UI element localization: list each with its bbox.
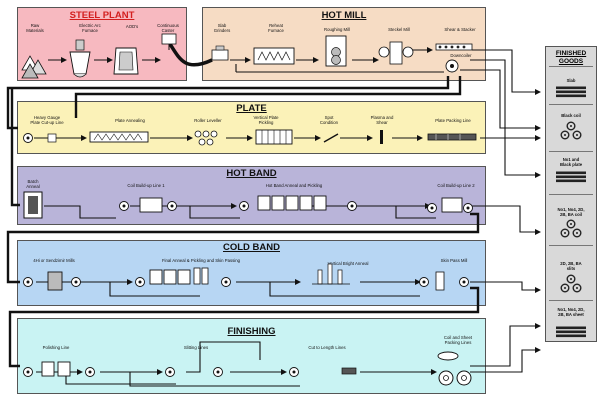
batch-anneal-icon [23, 191, 43, 219]
polishing-line-label: Polishing Line [42, 345, 70, 350]
final-anneal-pickling-icon [135, 267, 231, 287]
hot-band-anneal-pickling-label: Hot Band Anneal and Pickling [265, 183, 323, 188]
plate-packing-line-icon [427, 133, 477, 141]
coil-build-up-line-1-icon [119, 197, 177, 213]
coil-build-up-line-2-label: Coil Build-up Line 2 [437, 183, 475, 188]
coil-sheet-packing-lines-label: Coil and Sheet Packing Lines [443, 335, 473, 345]
fg-coil-grades-label: No1, No4, 2D, 2B, BA coil [557, 207, 585, 217]
fg-black-coil-label: Black coil [561, 113, 581, 118]
hot-band-title: HOT BAND [226, 168, 277, 179]
downcoiler-label: Downcoiler [450, 53, 472, 58]
raw-materials-label: Raw Materials [26, 23, 44, 33]
plate-title: PLATE [236, 103, 267, 114]
hot-mill-title: HOT MILL [321, 10, 367, 21]
finished-goods-title: FINISHED GOODS [555, 50, 587, 65]
slab-grinders-icon [211, 45, 229, 61]
plate-annealing-label: Plate Annealing [115, 118, 145, 123]
finished-goods-panel: FINISHED GOODS Slab Black coil No1 and B… [545, 46, 597, 342]
sheet-stack-icon [556, 326, 586, 338]
coil-pyramid-icon [560, 219, 582, 238]
hot-band-panel: HOT BAND Batch Anneal Coil Build-up Line… [17, 166, 486, 225]
coil-pyramid-icon [560, 121, 582, 140]
slitting-line-icon [165, 367, 223, 377]
final-anneal-pickling-skin-passing-label: Final Anneal & Pickling and Skin Passing [161, 258, 241, 263]
finishing-title: FINISHING [227, 326, 276, 337]
steckel-mill-icon [378, 41, 414, 65]
fg-slits-label: 2D, 2B, BA slits [560, 261, 582, 271]
vertical-plate-pickling-label: Vertical Plate Pickling [253, 115, 279, 125]
shear-stacker-label: Shear & Stacker [444, 27, 476, 32]
plasma-shear-label: Plasma and Shear [370, 115, 394, 125]
steckel-mill-label: Steckel Mill [388, 27, 410, 32]
slitting-lines-label: Slitting Lines [183, 345, 209, 350]
polishing-line-icon [23, 361, 95, 377]
plate-annealing-icon [89, 131, 149, 143]
fg-slab-label: Slab [566, 78, 576, 83]
reheat-furnace-label: Reheat Furnace [268, 23, 284, 33]
roller-leveller-label: Roller Leveller [194, 118, 222, 123]
roughing-mill-icon [325, 35, 347, 67]
roller-leveller-icon [194, 130, 218, 146]
fg-sheet-label: No1, No4, 2D, 2B, BA sheet [557, 307, 585, 317]
plate-stack-icon [556, 171, 586, 183]
vertical-bright-anneal-icon [312, 263, 350, 285]
coil-build-up-line-2-icon [427, 197, 473, 213]
continuous-caster-label: Continuous Caster [157, 23, 179, 33]
spot-condition-icon [323, 133, 339, 143]
fg-no1-black-plate-label: No1 and Black plate [559, 157, 583, 167]
skin-pass-mill-label: Skin Pass Mill [440, 258, 468, 263]
plate-panel: PLATE Heavy Gauge Plate Cut-up Line Plat… [17, 101, 486, 154]
aods-label: AOD's [125, 24, 139, 29]
cold-band-panel: COLD BAND 4Hi or Sendzimir Mills Final A… [17, 240, 486, 306]
slab-grinders-label: Slab Grinders [213, 23, 231, 33]
downcoiler-icon [445, 59, 459, 73]
cold-band-title: COLD BAND [223, 242, 280, 253]
vertical-bright-anneal-label: Vertical Bright Anneal [327, 261, 369, 266]
spot-condition-label: Spot Condition [319, 115, 339, 125]
reheat-furnace-icon [253, 47, 295, 65]
steel-plant-panel: STEEL PLANT Raw Materials Electric Arc F… [17, 7, 187, 81]
coil-build-up-line-1-label: Coil Build-up Line 1 [127, 183, 165, 188]
steel-plant-title: STEEL PLANT [69, 10, 135, 21]
finishing-panel: FINISHING Polishing Line Slitting Lines … [17, 318, 486, 394]
roughing-mill-label: Roughing Mill [323, 27, 351, 32]
electric-arc-furnace-icon [69, 39, 91, 78]
shear-stacker-icon [435, 43, 473, 51]
electric-arc-furnace-label: Electric Arc Furnace [79, 23, 101, 33]
vertical-plate-pickling-icon [255, 129, 293, 145]
plate-cut-up-line-icon [23, 133, 57, 143]
aod-vessel-icon [113, 47, 139, 75]
continuous-caster-icon [161, 33, 177, 50]
heavy-gauge-plate-cut-up-line-label: Heavy Gauge Plate Cut-up Line [30, 115, 64, 125]
batch-anneal-label: Batch Anneal [26, 179, 40, 189]
plate-packing-line-label: Plate Packing Line [435, 118, 471, 123]
packing-line-icon [437, 351, 472, 386]
cut-to-length-lines-label: Cut to Length Lines [308, 345, 346, 350]
slab-stack-icon [556, 86, 586, 98]
sendzimir-mills-label: 4Hi or Sendzimir Mills [33, 258, 75, 263]
coil-pyramid-icon [560, 274, 582, 293]
plasma-shear-icon [380, 130, 383, 144]
raw-materials-icon [21, 55, 47, 79]
cut-to-length-line-icon [289, 367, 357, 377]
hot-band-anneal-pickling-icon [239, 195, 357, 211]
skin-pass-mill-icon [419, 271, 469, 291]
sendzimir-mill-icon [23, 271, 81, 291]
